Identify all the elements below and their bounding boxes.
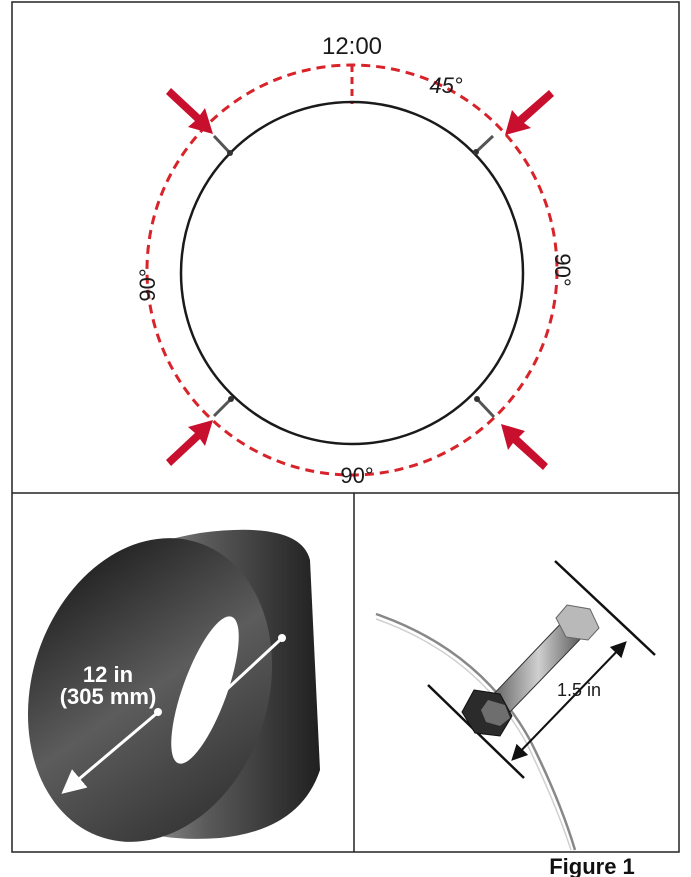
bottom-right-panel-bolt: 1.5 in — [375, 560, 656, 851]
bolt-lower-left — [212, 396, 234, 418]
diameter-arrow-upper — [193, 638, 282, 721]
bolt-assembly — [461, 604, 600, 737]
bolt-upper-left — [212, 134, 233, 156]
label-left-90-degrees: 90° — [135, 268, 160, 301]
pipe-cross-section — [179, 100, 525, 446]
diameter-label-mm: (305 mm) — [60, 684, 157, 709]
bolt-head — [555, 604, 600, 641]
figure-caption: Figure 1 — [549, 854, 635, 877]
arrow-lower-right-icon — [501, 424, 548, 470]
red-arrows — [166, 88, 554, 470]
dimension-label-1-5-in: 1.5 in — [557, 680, 601, 700]
sleeve-opening — [27, 538, 273, 842]
dimension-arrow-1-5-in — [511, 641, 627, 761]
label-right-90-degrees: 90° — [550, 253, 575, 286]
arrow-upper-right-icon — [505, 90, 554, 135]
bolt-upper-right — [473, 134, 495, 155]
diameter-point-lower — [154, 708, 162, 716]
bolt-nut-face — [481, 700, 510, 726]
top-panel-clock-diagram: 12:00 45° 90° 90° 90° — [135, 33, 575, 488]
diameter-label-in: 12 in — [83, 662, 133, 687]
outer-border — [11, 1, 680, 853]
bottom-left-panel-sleeve: 12 in (305 mm) — [27, 529, 320, 842]
diameter-point-upper — [278, 634, 286, 642]
label-45-degrees: 45° — [429, 73, 462, 98]
arrow-lower-left-icon — [166, 420, 213, 466]
reference-line-top — [554, 560, 656, 656]
panel-frame — [11, 1, 680, 853]
label-12-00: 12:00 — [322, 33, 382, 60]
arrow-upper-left-icon — [166, 88, 213, 134]
bolt-lower-right — [474, 396, 496, 419]
label-bottom-90-degrees: 90° — [340, 463, 373, 488]
diameter-arrow-lower — [61, 712, 157, 794]
sleeve-inner-highlight — [171, 616, 239, 764]
